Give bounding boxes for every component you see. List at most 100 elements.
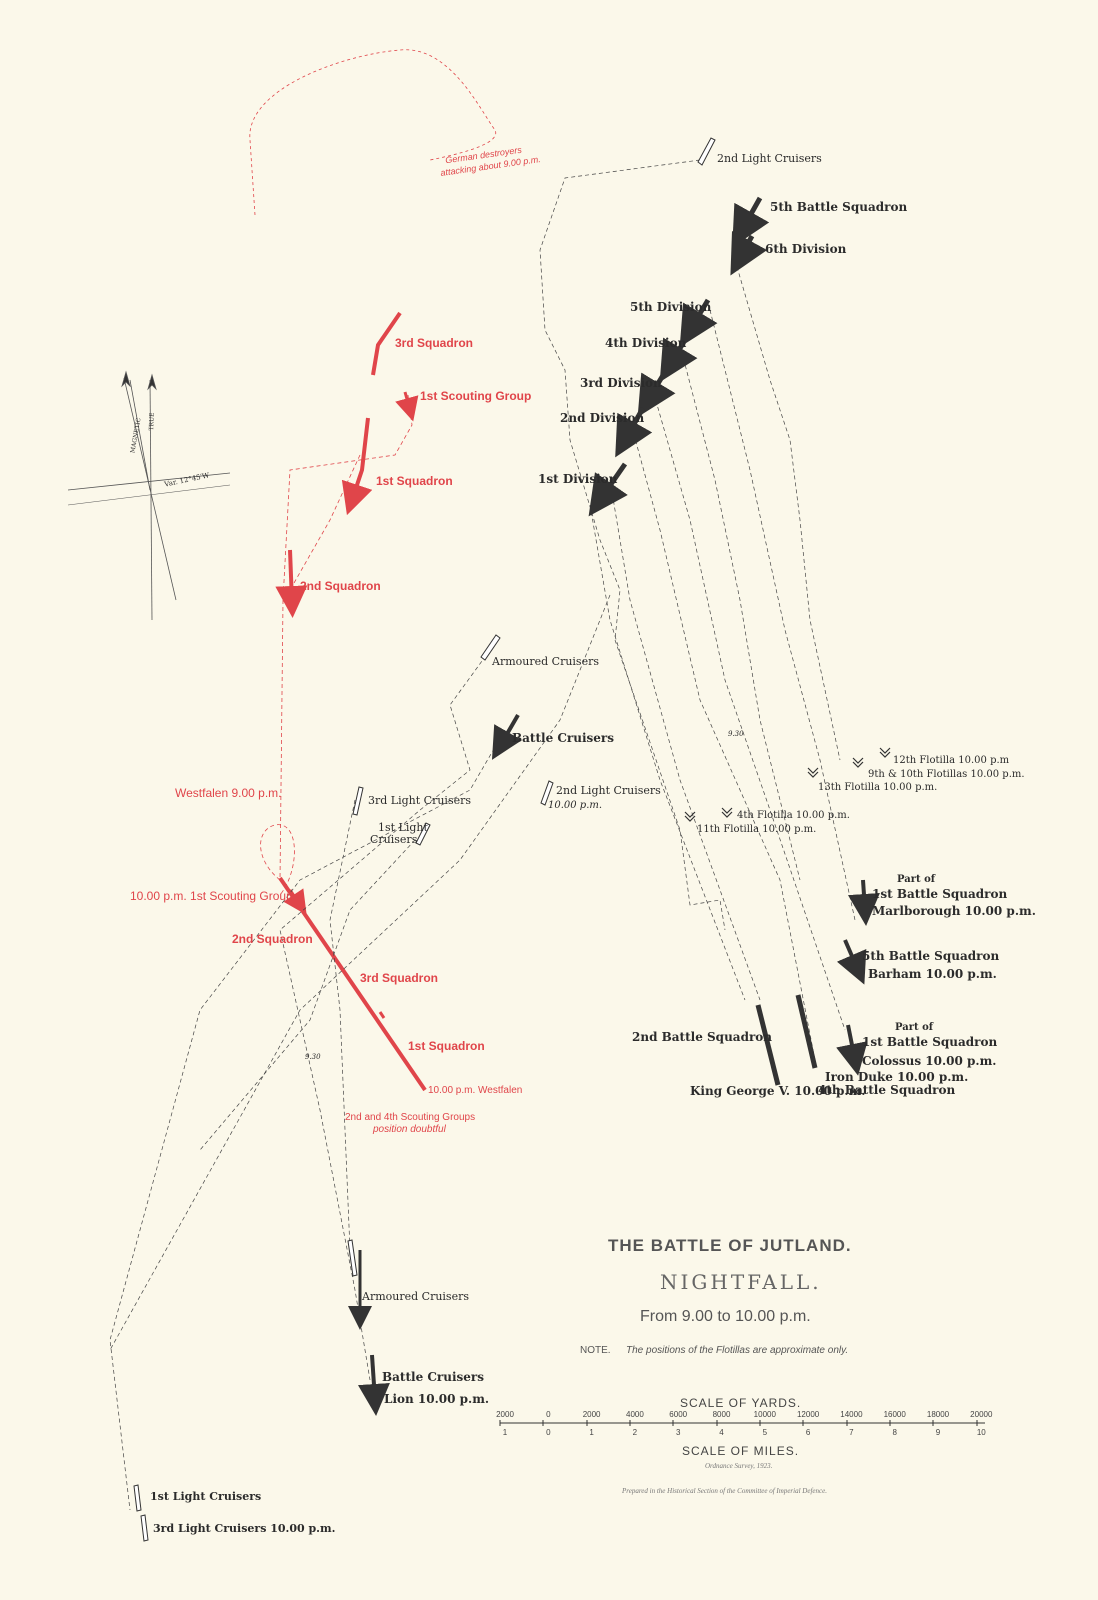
british-battle-fleet — [348, 196, 880, 1416]
lc1-top-symbol — [415, 822, 431, 846]
miles-tick: 9 — [935, 1428, 941, 1437]
german-1st-scouting-top — [395, 391, 419, 422]
label-2nd-light-cruisers-mid: 2nd Light Cruisers — [556, 784, 661, 797]
miles-tick: 2 — [632, 1428, 638, 1437]
label-4th-battle-squadron: 4th Battle Squadron — [818, 1083, 956, 1097]
yards-tick: 20000 — [970, 1410, 993, 1419]
label-2nd-light-cruisers-top: 2nd Light Cruisers — [717, 152, 822, 165]
british-colossus — [836, 1024, 868, 1076]
german-destroyers-track — [249, 49, 497, 216]
british-1st-division — [588, 462, 628, 517]
label-time-930-a: 9.30 — [728, 730, 744, 738]
british-marlborough — [847, 879, 880, 926]
yards-tick: 14000 — [840, 1410, 863, 1419]
label-king-george-v: King George V. 10.00 p.m. — [690, 1084, 866, 1098]
yards-tick: 8000 — [712, 1410, 731, 1419]
label-2nd-light-cruisers-mid-time: 10.00 p.m. — [548, 800, 603, 811]
label-13th-flotilla: 13th Flotilla 10.00 p.m. — [818, 782, 938, 793]
british-tracks — [109, 159, 856, 1511]
miles-tick: 1 — [589, 1428, 594, 1437]
map-time-range: From 9.00 to 10.00 p.m. — [640, 1308, 811, 1325]
label-armoured-cruisers-bot: Armoured Cruisers — [362, 1290, 469, 1303]
label-1st-division: 1st Division — [538, 472, 618, 486]
yards-tick: 16000 — [883, 1410, 906, 1419]
label-german-1st-squadron-bot: 1st Squadron — [408, 1039, 485, 1053]
british-3rd-division — [637, 370, 676, 418]
miles-tick: 3 — [675, 1428, 681, 1437]
compass-rose — [67, 370, 231, 621]
label-position-doubtful: position doubtful — [373, 1124, 446, 1135]
label-armoured-cruisers-top: Armoured Cruisers — [492, 655, 599, 668]
armoured-bot-symbol — [347, 1239, 358, 1277]
miles-tick: 7 — [849, 1428, 854, 1437]
british-6th-division — [730, 230, 768, 276]
miles-tick: 6 — [805, 1428, 811, 1437]
survey-credit: Ordnance Survey, 1923. — [705, 1462, 773, 1470]
miles-tick: 5 — [762, 1428, 768, 1437]
yards-tick: 2000 — [496, 1410, 514, 1419]
label-9th-10th-flotillas: 9th & 10th Flotillas 10.00 p.m. — [868, 769, 1025, 780]
lc2-mid-symbol — [540, 780, 554, 806]
scale-yards-title: SCALE OF YARDS. — [680, 1396, 802, 1410]
lc1-bot-symbol — [133, 1484, 142, 1512]
label-marlborough: Marlborough 10.00 p.m. — [872, 904, 1036, 918]
british-battle-cruisers-bot — [357, 1354, 390, 1416]
label-westfalen-9pm: Westfalen 9.00 p.m. — [175, 786, 282, 800]
miles-tick: 8 — [892, 1428, 897, 1437]
label-german-3rd-squadron-bot: 3rd Squadron — [360, 971, 439, 985]
label-scouting-groups-doubtful: 2nd and 4th Scouting Groups — [345, 1112, 476, 1123]
label-colossus: Colossus 10.00 p.m. — [862, 1054, 997, 1068]
label-westfalen-10pm: 10.00 p.m. Westfalen — [428, 1085, 523, 1096]
label-part-of-b: Part of — [895, 1022, 934, 1033]
label-5th-battle-squadron-bot: 5th Battle Squadron — [862, 949, 1000, 963]
label-5th-battle-squadron: 5th Battle Squadron — [770, 200, 908, 214]
british-battle-cruisers-top — [491, 713, 522, 760]
british-5th-division — [679, 298, 718, 348]
miles-tick: 0 — [546, 1428, 551, 1437]
label-battle-cruisers-bot: Battle Cruisers — [382, 1370, 484, 1384]
yards-tick: 0 — [546, 1410, 551, 1419]
miles-tick: 1 — [502, 1428, 508, 1437]
label-11th-flotilla: 11th Flotilla 10.00 p.m. — [697, 824, 817, 835]
flotilla-markers — [684, 747, 891, 822]
label-2nd-battle-squadron: 2nd Battle Squadron — [632, 1030, 773, 1044]
map-subtitle: NIGHTFALL. — [660, 1270, 822, 1294]
label-1st-light-cruisers-bot: 1st Light Cruisers — [150, 1490, 262, 1503]
label-1st-light-a: 1st Light — [378, 821, 428, 834]
british-2nd-battle-squadron — [755, 1004, 781, 1086]
lc3-bot-symbol — [140, 1514, 149, 1542]
label-german-3rd-squadron-top: 3rd Squadron — [395, 336, 474, 350]
yards-tick: 2000 — [582, 1410, 601, 1419]
german-squadrons — [275, 311, 427, 1092]
label-iron-duke: Iron Duke 10.00 p.m. — [825, 1070, 969, 1084]
armoured-top-symbol — [480, 634, 501, 661]
label-battle-cruisers-top: Battle Cruisers — [512, 731, 614, 745]
yards-tick: 4000 — [625, 1410, 644, 1419]
british-4th-division — [659, 333, 698, 383]
note-label: NOTE. — [580, 1345, 611, 1356]
label-german-1st-squadron-top: 1st Squadron — [376, 474, 453, 488]
map-title: THE BATTLE OF JUTLAND. — [608, 1236, 852, 1255]
british-light-cruisers — [133, 137, 716, 1542]
label-lion: Lion 10.00 p.m. — [384, 1392, 490, 1406]
lc2-top-symbol — [697, 137, 716, 166]
label-german-1st-scouting-top: 1st Scouting Group — [420, 389, 532, 403]
label-5th-division: 5th Division — [630, 300, 712, 314]
german-2nd-squadron-top — [275, 549, 308, 618]
label-part-of-a: Part of — [897, 874, 936, 885]
british-5th-battle-squadron-top — [732, 196, 770, 248]
label-german-2nd-squadron-bot: 2nd Squadron — [232, 932, 313, 946]
label-3rd-light-cruisers-bot: 3rd Light Cruisers 10.00 p.m. — [153, 1522, 336, 1535]
label-german-2nd-squadron-top: 2nd Squadron — [300, 579, 381, 593]
british-barham — [836, 939, 867, 985]
label-german-1st-scouting-10pm: 10.00 p.m. 1st Scouting Group — [130, 889, 293, 903]
label-3rd-light-cruisers-top: 3rd Light Cruisers — [368, 794, 471, 807]
british-iron-duke — [795, 994, 818, 1069]
yards-tick: 12000 — [796, 1410, 820, 1419]
label-12th-flotilla: 12th Flotilla 10.00 p.m — [893, 755, 1010, 766]
german-tracks — [260, 394, 413, 896]
miles-tick: 4 — [719, 1428, 724, 1437]
scale-miles-title: SCALE OF MILES. — [682, 1444, 800, 1458]
prepared-credit: Prepared in the Historical Section of th… — [622, 1487, 827, 1495]
